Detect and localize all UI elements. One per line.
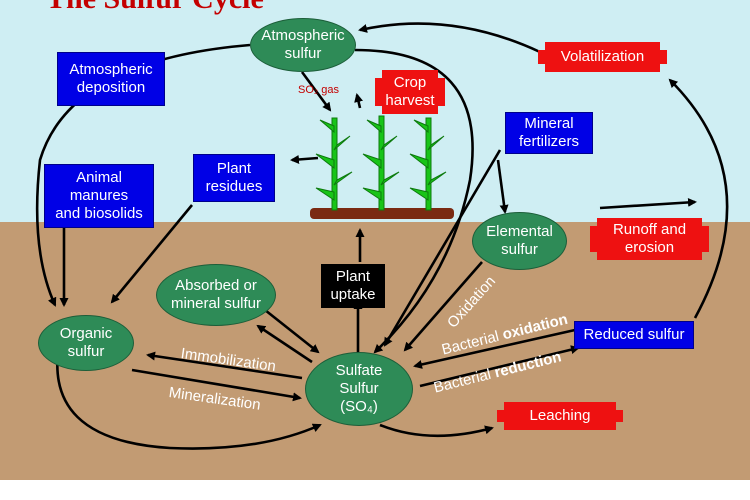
arrow-elemental-to-sulfate — [403, 261, 483, 352]
plant-uptake-node: Plant uptake — [321, 264, 385, 308]
arrow-reduced-to-sulfate — [413, 328, 576, 369]
sulfate-sulfur-node: Sulfate Sulfur (SO₄) — [305, 352, 413, 426]
absorbed-mineral-sulfur-node: Absorbed or mineral sulfur — [156, 264, 276, 326]
arrow-organic-to-sulfate — [131, 368, 302, 402]
arrow-fert-to-sulfate — [383, 149, 502, 347]
so2-gas-label: SO₂ gas — [298, 84, 339, 96]
arrow-sulfate-to-organic — [146, 351, 303, 380]
arrow-atm-to-sulfate — [354, 48, 474, 354]
organic-sulfur-node: Organic sulfur — [38, 315, 134, 371]
volatilization-node: Volatilization — [538, 42, 667, 72]
arrow-to-leaching — [379, 423, 494, 438]
bottom-strip — [0, 480, 750, 500]
crop-harvest-node: Crop harvest — [375, 70, 445, 114]
arrow-fert-to-elemental — [496, 159, 509, 214]
animal-manures-node: Animal manures and biosolids — [44, 164, 154, 228]
arrow-to-plant-residues — [290, 154, 319, 164]
arrow-to-runoff — [599, 197, 697, 210]
diagram-title: The Sulfur Cycle — [46, 0, 264, 16]
arrow-reduced-to-volatilization — [668, 78, 729, 319]
elemental-sulfur-node: Elemental sulfur — [472, 212, 567, 270]
arrow-sulfate-to-reduced — [419, 345, 580, 388]
arrow-organic-to-sulfate-long — [56, 339, 322, 450]
atmospheric-deposition-node: Atmospheric deposition — [57, 52, 165, 106]
arrow-crop-harvest — [354, 93, 363, 109]
arrow-residues-to-organic — [110, 204, 194, 304]
plant-residues-node: Plant residues — [193, 154, 275, 202]
arrow-atm-to-field — [300, 71, 332, 112]
mineral-fertilizers-node: Mineral fertilizers — [505, 112, 593, 154]
arrow-absorbed-to-sulfate — [264, 308, 320, 354]
corn-plants-icon — [315, 115, 447, 211]
atmospheric-sulfur-node: Atmospheric sulfur — [250, 18, 356, 72]
reduced-sulfur-node: Reduced sulfur — [574, 321, 694, 349]
runoff-erosion-node: Runoff and erosion — [590, 218, 709, 260]
arrow-volatilization-to-atm — [358, 22, 541, 54]
arrow-sulfate-to-absorbed — [256, 324, 313, 364]
leaching-node: Leaching — [497, 402, 623, 430]
field-bed — [310, 208, 454, 219]
